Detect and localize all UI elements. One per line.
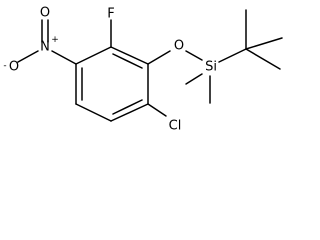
atom-label-silicon: Si [205, 60, 217, 75]
ring-bond-c3-c4 [110, 103, 149, 122]
bond-o-si [185, 50, 203, 61]
bond-n-o-minus [17, 50, 39, 63]
atom-label-oxygen-minus: O [9, 60, 19, 75]
atom-label-nitrogen: N [40, 40, 50, 55]
bond-tbutyl-methyl-right [245, 37, 283, 50]
atom-label-fluorine: F [107, 7, 114, 22]
bond-c3-cl [147, 103, 167, 117]
chemical-structure-diagram: F O Si N + O - O Cl [3, 6, 283, 134]
ring-bond-c1-c2 [110, 46, 149, 65]
bond-si-methyl-left [185, 73, 203, 85]
atom-label-ether-oxygen: O [174, 39, 184, 54]
bond-c2-o [147, 50, 171, 65]
benzene-ring [75, 46, 149, 122]
atom-label-oxygen-double: O [40, 6, 50, 21]
ring-double-bond-c3-c4 [112, 99, 143, 115]
charge-oxygen-minus: - [3, 61, 6, 71]
charge-nitrogen: + [51, 35, 59, 45]
bond-c6-n [51, 50, 77, 65]
ring-double-bond-c1-c2 [112, 53, 143, 69]
ring-bond-c6-c1 [75, 46, 112, 65]
atom-label-chlorine: Cl [169, 119, 182, 134]
ring-bond-c4-c5 [75, 103, 112, 122]
bond-tbutyl-methyl-down [245, 48, 281, 70]
bond-si-tbutyl [218, 48, 247, 63]
